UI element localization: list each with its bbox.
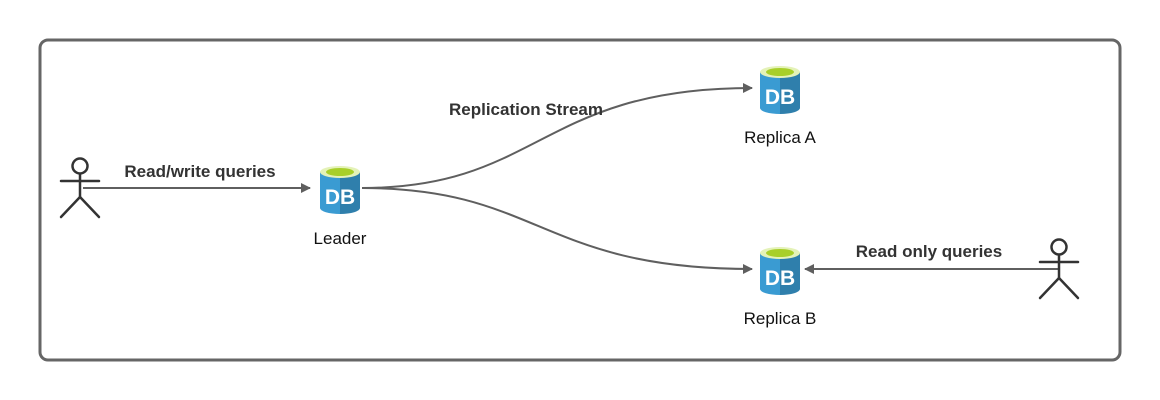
database-icon: DB bbox=[760, 66, 800, 114]
db-glyph: DB bbox=[765, 86, 795, 109]
diagram-frame bbox=[38, 38, 1122, 362]
node-label-replica-b: Replica B bbox=[744, 309, 817, 328]
database-node-replica-b[interactable]: DB Replica B bbox=[744, 247, 817, 328]
edge-label-replication: Replication Stream bbox=[449, 100, 603, 119]
node-label-replica-a: Replica A bbox=[744, 128, 816, 147]
database-node-replica-a[interactable]: DB Replica A bbox=[744, 66, 817, 147]
db-glyph: DB bbox=[765, 267, 795, 290]
edge-label-read-write: Read/write queries bbox=[124, 162, 275, 181]
database-node-leader[interactable]: DB Leader bbox=[314, 166, 367, 248]
edge-leader-to-replica-a bbox=[361, 83, 753, 189]
database-icon: DB bbox=[760, 247, 800, 295]
edge-leader-to-replica-b bbox=[361, 187, 753, 274]
user-icon bbox=[59, 157, 101, 219]
database-icon: DB bbox=[320, 166, 360, 214]
db-glyph: DB bbox=[325, 186, 355, 209]
node-label-leader: Leader bbox=[314, 229, 367, 248]
edge-label-read-only: Read only queries bbox=[856, 242, 1002, 261]
user-icon bbox=[1038, 238, 1080, 300]
